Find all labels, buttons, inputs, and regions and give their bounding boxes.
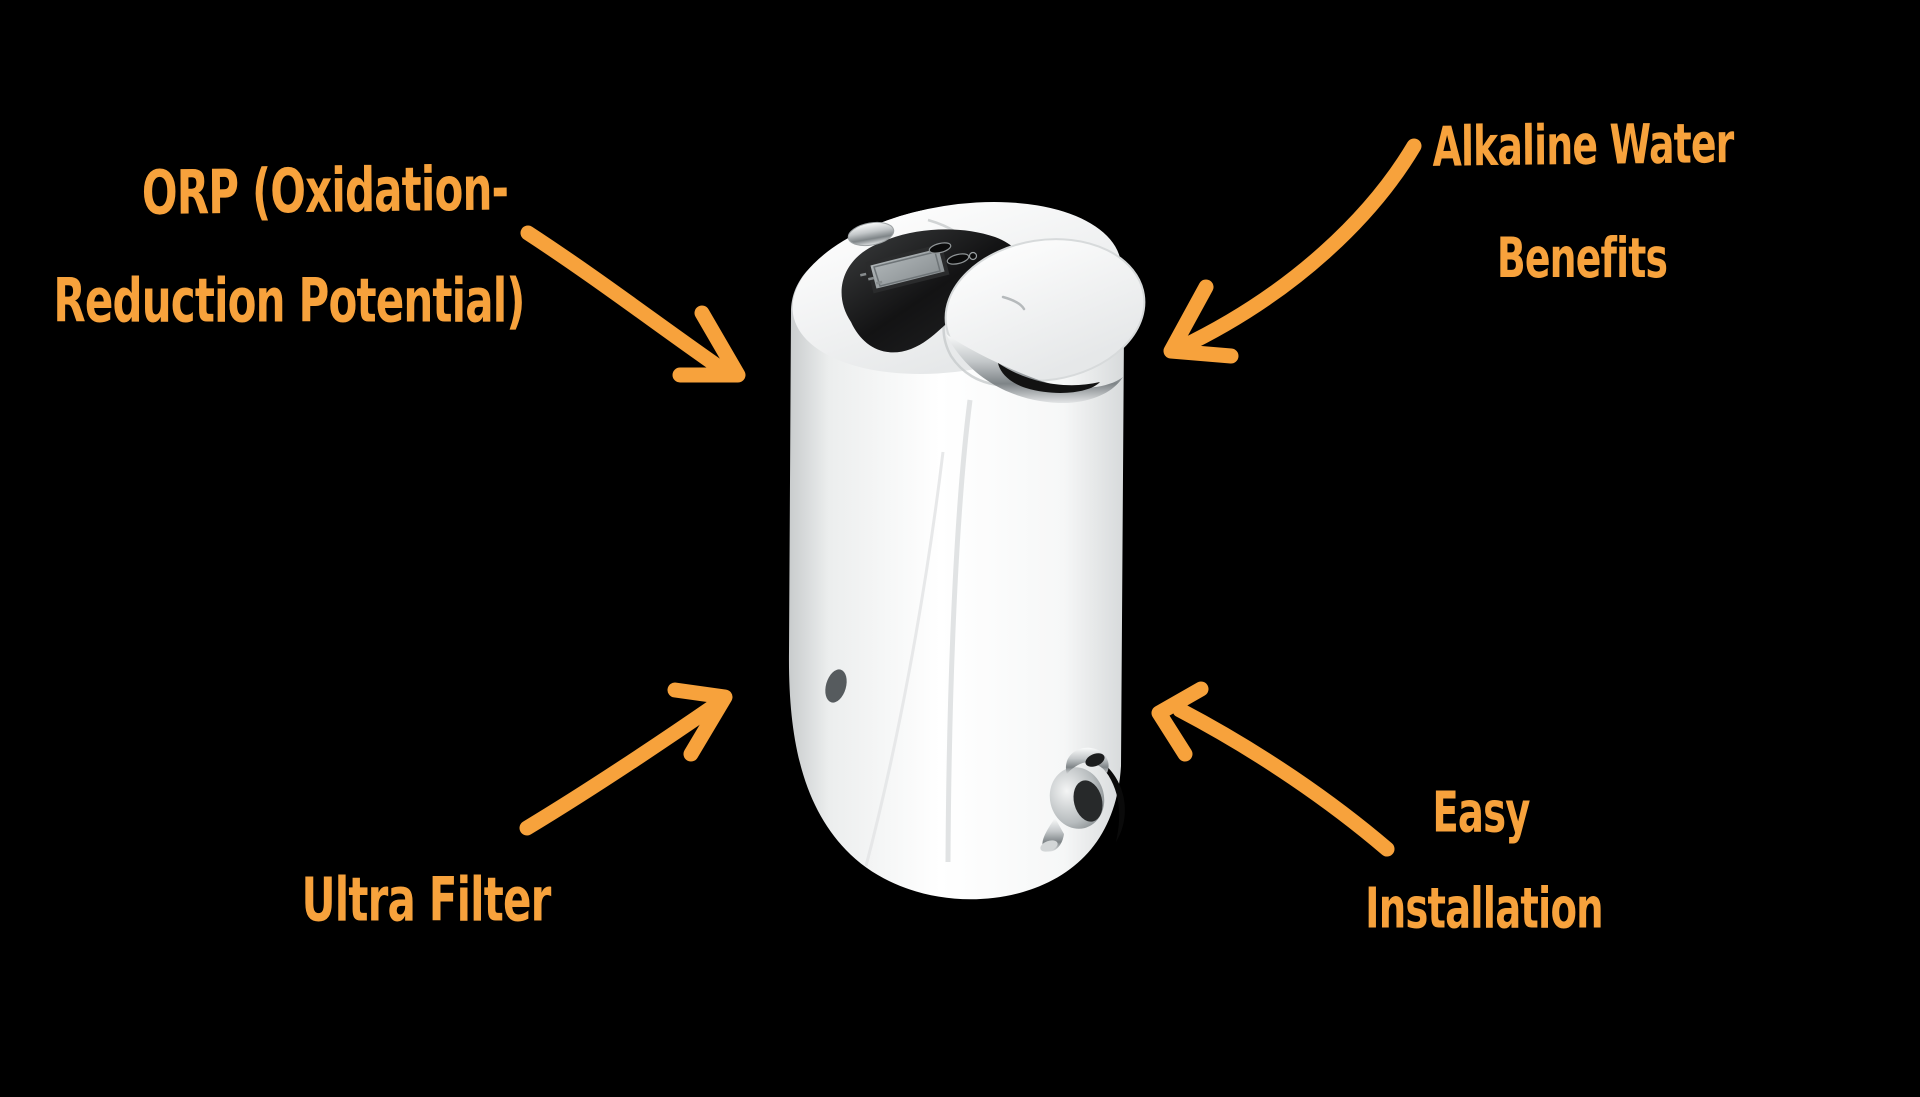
callout-arrows <box>519 138 1422 857</box>
front-seam <box>945 399 973 863</box>
vent-hole <box>825 669 847 703</box>
lid-seam <box>1001 295 1026 311</box>
water-purifier <box>788 202 1146 900</box>
lid <box>944 238 1146 382</box>
orp-arrow-icon <box>520 225 746 383</box>
panel-button <box>946 253 970 265</box>
ultra-filter-arrow-icon <box>519 682 733 836</box>
tap-handle-tip <box>1085 753 1105 767</box>
front-crease <box>864 451 945 867</box>
panel-button <box>928 242 952 254</box>
label-orp-line1: ORP (Oxidation- <box>141 153 509 229</box>
label-easy-install-line2: Installation <box>1365 875 1604 941</box>
easy-install-arrow-icon <box>1151 681 1395 857</box>
alkaline-arrow-icon <box>1163 138 1422 364</box>
panel-markings <box>860 272 883 285</box>
dispenser-tap <box>1040 747 1125 852</box>
label-orp-line2: Reduction Potential) <box>53 265 525 337</box>
spout-opening <box>998 363 1100 393</box>
label-alkaline-line2: Benefits <box>1496 225 1668 291</box>
label-ultra-filter: Ultra Filter <box>301 864 552 936</box>
tap-face <box>1073 780 1103 822</box>
top-power-button <box>847 221 895 247</box>
label-easy-install-line1: Easy <box>1432 779 1530 845</box>
panel-indicator <box>968 251 978 261</box>
tap-drip-end <box>1040 840 1058 852</box>
lcd-screen <box>865 243 950 294</box>
label-alkaline-line1: Alkaline Water <box>1432 110 1734 180</box>
lcd-screen-inner <box>873 251 941 287</box>
tap-shadow <box>1099 762 1125 842</box>
